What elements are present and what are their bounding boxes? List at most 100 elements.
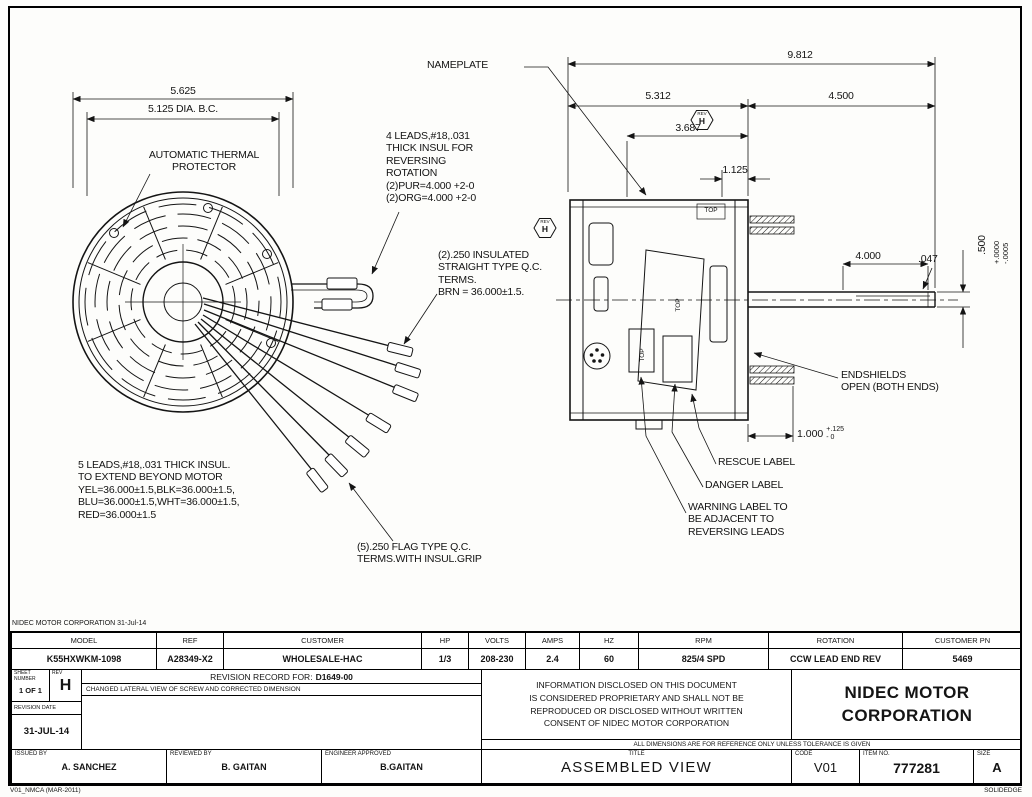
stud-tol-plus: +.125 [826, 426, 844, 433]
dim-1125-label: 1.125 [722, 164, 748, 176]
motor-lead-wires [194, 283, 399, 471]
rescue-label-outline [709, 265, 728, 343]
dim-4000-label: 4.000 [855, 250, 881, 262]
item-no-value: 777281 [893, 760, 940, 776]
reviewed-by-label: REVIEWED BY [170, 751, 212, 757]
title-block: MODEL REF CUSTOMER HP VOLTS AMPS HZ RPM … [10, 631, 1022, 785]
spec-header-rpm: RPM [639, 633, 769, 649]
code-cell: CODE V01 [792, 749, 860, 785]
reviewed-by-cell: REVIEWED BY B. GAITAN [167, 749, 322, 785]
dim-5312-label: 5.312 [645, 90, 671, 102]
item-no-label: ITEM NO. [863, 751, 890, 757]
warning-label-outline [628, 328, 655, 373]
engineer-approved-cell: ENGINEER APPROVED B.GAITAN [322, 749, 482, 785]
title-value: ASSEMBLED VIEW [560, 759, 712, 776]
endshields-note: ENDSHIELDS OPEN (BOTH ENDS) [841, 369, 939, 394]
code-value: V01 [813, 760, 838, 775]
rev-hexagon [533, 218, 557, 238]
rev-hexagon-word: REV [540, 219, 550, 224]
lead-connector [583, 342, 611, 370]
engineer-approved-label: ENGINEER APPROVED [325, 751, 392, 757]
danger-label-outline [662, 335, 693, 383]
top-marker: TOP [639, 348, 646, 362]
centerlines-front [125, 244, 241, 360]
revision-record-title: REVISION RECORD FOR: [210, 672, 313, 682]
rescue-label-callout: RESCUE LABEL [718, 456, 795, 468]
bolt-holes [109, 203, 276, 348]
spec-value-hp: 1/3 [422, 649, 469, 670]
spec-value-volts: 208-230 [469, 649, 526, 670]
proprietary-notice: INFORMATION DISCLOSED ON THIS DOCUMENT I… [482, 670, 792, 739]
spec-header-ref: REF [157, 633, 224, 649]
qc-terminals [306, 277, 422, 493]
spec-value-model: K55HXWKM-1098 [12, 649, 157, 670]
dim-overall-width-label: 5.625 [170, 85, 196, 97]
sheet-number-label: SHEET NUMBER [14, 670, 36, 682]
spec-value-ref: A28349-X2 [157, 649, 224, 670]
sheet-number-block: SHEET NUMBER 1 OF 1 REV H REVISION DATE … [12, 670, 82, 749]
danger-label-callout: DANGER LABEL [705, 479, 784, 491]
rev-value: H [59, 676, 72, 694]
straight-terms-note: (2).250 INSULATED STRAIGHT TYPE Q.C. TER… [438, 249, 542, 299]
form-number-note: V01_NMCA (MAR-2011) [10, 787, 81, 794]
spec-table: MODEL REF CUSTOMER HP VOLTS AMPS HZ RPM … [12, 633, 1022, 670]
sheet-border [8, 6, 1022, 786]
rev-cell: REV H [50, 670, 81, 701]
sheet-header-note: NIDEC MOTOR CORPORATION 31-Jul-14 [12, 620, 147, 627]
sheet-number-cell: SHEET NUMBER 1 OF 1 [12, 670, 50, 701]
shaft-dia-tolerance: +.0000 -.0005 [992, 240, 1010, 264]
spec-header-rotation: ROTATION [769, 633, 903, 649]
rev-label: REV [52, 670, 63, 676]
size-label: SIZE [977, 751, 991, 757]
side-view-drawing [524, 57, 970, 514]
spec-value-customer-pn: 5469 [903, 649, 1022, 670]
flag-terms-note: (5).250 FLAG TYPE Q.C. TERMS.WITH INSUL.… [357, 541, 482, 566]
code-label: CODE [795, 751, 813, 757]
mounting-studs [749, 215, 795, 385]
reviewed-by-value: B. GAITAN [221, 762, 267, 772]
spec-value-customer: WHOLESALE-HAC [224, 649, 422, 670]
revision-record-change: CHANGED LATERAL VIEW OF SCREW AND CORREC… [82, 684, 481, 696]
dim-bolt-circle-label: 5.125 DIA. B.C. [148, 103, 218, 115]
spec-value-rpm: 825/4 SPD [639, 649, 769, 670]
front-dimensions [72, 92, 438, 542]
dim-1000-label: 1.000 [797, 428, 824, 440]
stud-tol-minus: - 0 [826, 434, 835, 441]
five-leads-note: 5 LEADS,#18,.031 THICK INSUL. TO EXTEND … [78, 459, 240, 521]
spec-value-amps: 2.4 [526, 649, 580, 670]
spec-header-customer: CUSTOMER [224, 633, 422, 649]
issued-by-label: ISSUED BY [15, 751, 48, 757]
nameplate-outline [588, 222, 614, 266]
spec-header-model: MODEL [12, 633, 157, 649]
dim-9812-label: 9.812 [787, 49, 813, 61]
dim-stud-length: 1.000 +.125 - 0 [797, 426, 844, 442]
spec-value-rotation: CCW LEAD END REV [769, 649, 903, 670]
spec-value-hz: 60 [580, 649, 639, 670]
spec-header-amps: AMPS [526, 633, 580, 649]
engineer-approved-value: B.GAITAN [380, 762, 423, 772]
spec-header-customer-pn: CUSTOMER PN [903, 633, 1022, 649]
dim-3687-label: 3.687 [675, 122, 701, 134]
shaft [556, 291, 958, 308]
engineering-drawing [72, 57, 970, 542]
revision-date-value: 31-JUL-14 [23, 726, 70, 737]
company-name: NIDEC MOTOR CORPORATION [841, 683, 973, 725]
size-value: A [992, 760, 1002, 775]
issued-by-value: A. SANCHEZ [61, 762, 117, 772]
revision-record-number: D1649-00 [315, 672, 353, 682]
title-cell: TITLE ASSEMBLED VIEW [482, 749, 792, 785]
rev-hexagon-letter: H [541, 224, 549, 234]
revision-date-label: REVISION DATE [12, 702, 81, 715]
thermal-protector-note: AUTOMATIC THERMAL PROTECTOR [148, 149, 260, 174]
reversing-leads-note: 4 LEADS,#18,.031 THICK INSUL FOR REVERSI… [386, 130, 476, 204]
rev-hexagon [690, 110, 714, 130]
sheet-number-value: 1 OF 1 [19, 685, 42, 695]
issued-by-cell: ISSUED BY A. SANCHEZ [12, 749, 167, 785]
warning-label-callout: WARNING LABEL TO BE ADJACENT TO REVERSIN… [688, 501, 788, 538]
dim-4500-label: 4.500 [828, 90, 854, 102]
cad-system-note: SOLIDEDGE [984, 787, 1022, 794]
revision-record-block: REVISION RECORD FOR:D1649-00 CHANGED LAT… [82, 670, 482, 749]
title-label: TITLE [628, 751, 645, 757]
side-dimensions [524, 57, 970, 514]
